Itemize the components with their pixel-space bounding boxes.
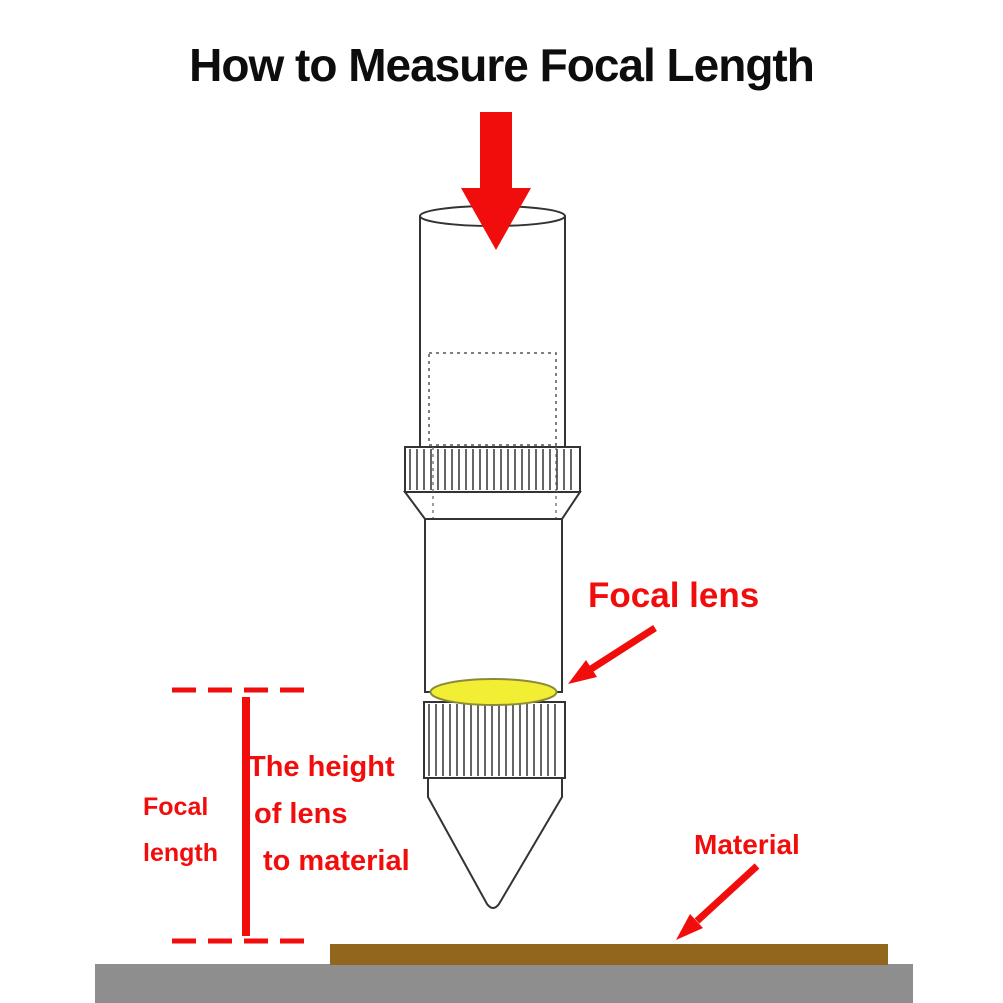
focal-lens-glass — [429, 678, 558, 706]
upper-tube-body — [420, 216, 565, 447]
material-strip — [330, 944, 888, 965]
lower-tube-body — [424, 518, 563, 693]
knurled-ring-top — [404, 446, 581, 493]
page-title: How to Measure Focal Length — [189, 39, 815, 91]
focal-lens-label: Focal lens — [588, 576, 760, 615]
knurled-ring-bottom — [423, 701, 566, 779]
height-label-line2: of lens — [254, 798, 348, 830]
knurled-ring-top-hatch — [409, 449, 572, 490]
hidden-insert-outline — [428, 352, 557, 446]
focal-lens-arrow-icon — [568, 660, 597, 684]
knurled-ring-bottom-hatch — [428, 704, 556, 776]
nozzle-cone — [427, 777, 563, 909]
focal-length-label-line1: Focal — [143, 793, 209, 821]
material-arrow-icon — [676, 914, 703, 940]
focal-length-label-line2: length — [143, 839, 218, 867]
height-label-line1: The height — [248, 751, 395, 783]
focal-length-label: Focal length — [143, 784, 218, 876]
height-label-line3: to material — [263, 845, 410, 877]
ring-shoulder — [403, 491, 582, 520]
material-label: Material — [694, 829, 800, 860]
base-platform — [95, 964, 913, 1003]
height-to-material-label: The height of lens to material — [248, 744, 410, 885]
beam-down-arrow-icon — [461, 112, 531, 250]
upper-tube-sides — [419, 216, 566, 447]
focal-lens-arrow-shaft — [589, 625, 657, 672]
hidden-tube-lines — [432, 447, 557, 519]
material-arrow-shaft — [694, 863, 760, 924]
